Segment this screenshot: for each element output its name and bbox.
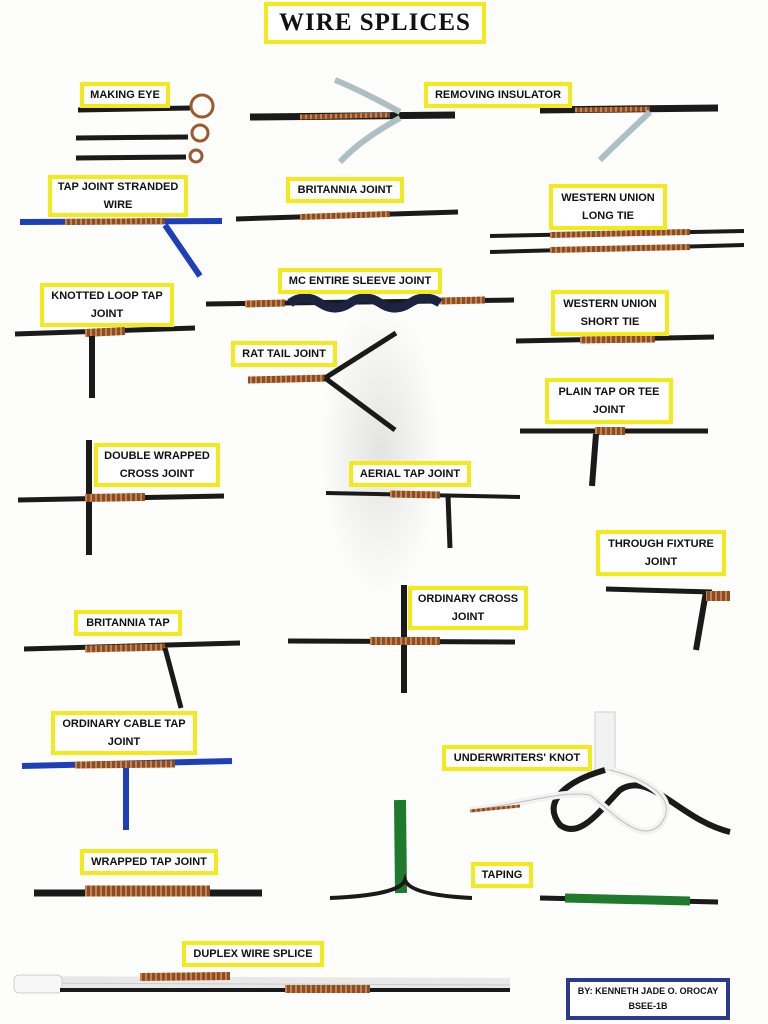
page-title: WIRE SPLICES [264, 2, 486, 44]
taping-wires [329, 799, 719, 906]
label-knotted-loop-tap-joint: KNOTTED LOOP TAP JOINT [40, 283, 174, 327]
label-britannia-joint: BRITANNIA JOINT [286, 177, 404, 203]
label-double-wrapped-cross-joint: DOUBLE WRAPPED CROSS JOINT [94, 443, 220, 487]
underwriters-knot-wires [469, 711, 731, 835]
making-eye-wires [75, 93, 215, 164]
britannia-joint-wires [235, 209, 459, 222]
western-union-short-wires [515, 334, 715, 344]
label-duplex-wire-splice: DUPLEX WIRE SPLICE [182, 941, 324, 967]
western-union-long-wires [489, 229, 745, 254]
label-western-union-long-tie: WESTERN UNION LONG TIE [549, 184, 667, 230]
label-ordinary-cable-tap-joint: ORDINARY CABLE TAP JOINT [51, 711, 197, 755]
label-underwriters-knot: UNDERWRITERS' KNOT [442, 745, 592, 771]
background-smudge [320, 300, 440, 600]
label-plain-tap-or-tee-joint: PLAIN TAP OR TEE JOINT [545, 378, 673, 424]
label-making-eye: MAKING EYE [80, 82, 170, 108]
label-britannia-tap: BRITANNIA TAP [74, 610, 182, 636]
label-ordinary-cross-joint: ORDINARY CROSS JOINT [408, 586, 528, 630]
removing-insulator-wires [249, 77, 719, 165]
label-western-union-short-tie: WESTERN UNION SHORT TIE [551, 290, 669, 336]
plain-tap-wires [520, 427, 708, 487]
britannia-tap-wires [23, 640, 241, 709]
mc-sleeve-wires [205, 293, 515, 313]
label-through-fixture-joint: THROUGH FIXTURE JOINT [596, 530, 726, 576]
tap-joint-stranded-wires [19, 218, 223, 278]
wrapped-tap-wires [34, 885, 262, 897]
label-tap-joint-stranded-wire: TAP JOINT STRANDED WIRE [48, 175, 188, 217]
ordinary-cross-wires [287, 585, 516, 693]
author-section: BSEE-1B [628, 1001, 668, 1011]
double-wrapped-cross-wires [17, 440, 225, 555]
ordinary-cable-tap-wires [21, 758, 233, 830]
duplex-wire-splice-wires [13, 972, 511, 994]
label-removing-insulator: REMOVING INSULATOR [424, 82, 572, 108]
label-wrapped-tap-joint: WRAPPED TAP JOINT [80, 849, 218, 875]
label-taping: TAPING [471, 862, 533, 888]
label-aerial-tap-joint: AERIAL TAP JOINT [349, 461, 471, 487]
knotted-loop-tap-wires [14, 325, 196, 398]
author-name: BY: KENNETH JADE O. OROCAY [577, 986, 719, 996]
author-box: BY: KENNETH JADE O. OROCAY BSEE-1B [566, 978, 730, 1020]
aerial-tap-wires [325, 490, 521, 549]
rat-tail-wires [247, 330, 398, 433]
label-mc-entire-sleeve-joint: MC ENTIRE SLEEVE JOINT [278, 268, 442, 294]
label-rat-tail-joint: RAT TAIL JOINT [231, 341, 337, 367]
through-fixture-wires [605, 586, 730, 651]
